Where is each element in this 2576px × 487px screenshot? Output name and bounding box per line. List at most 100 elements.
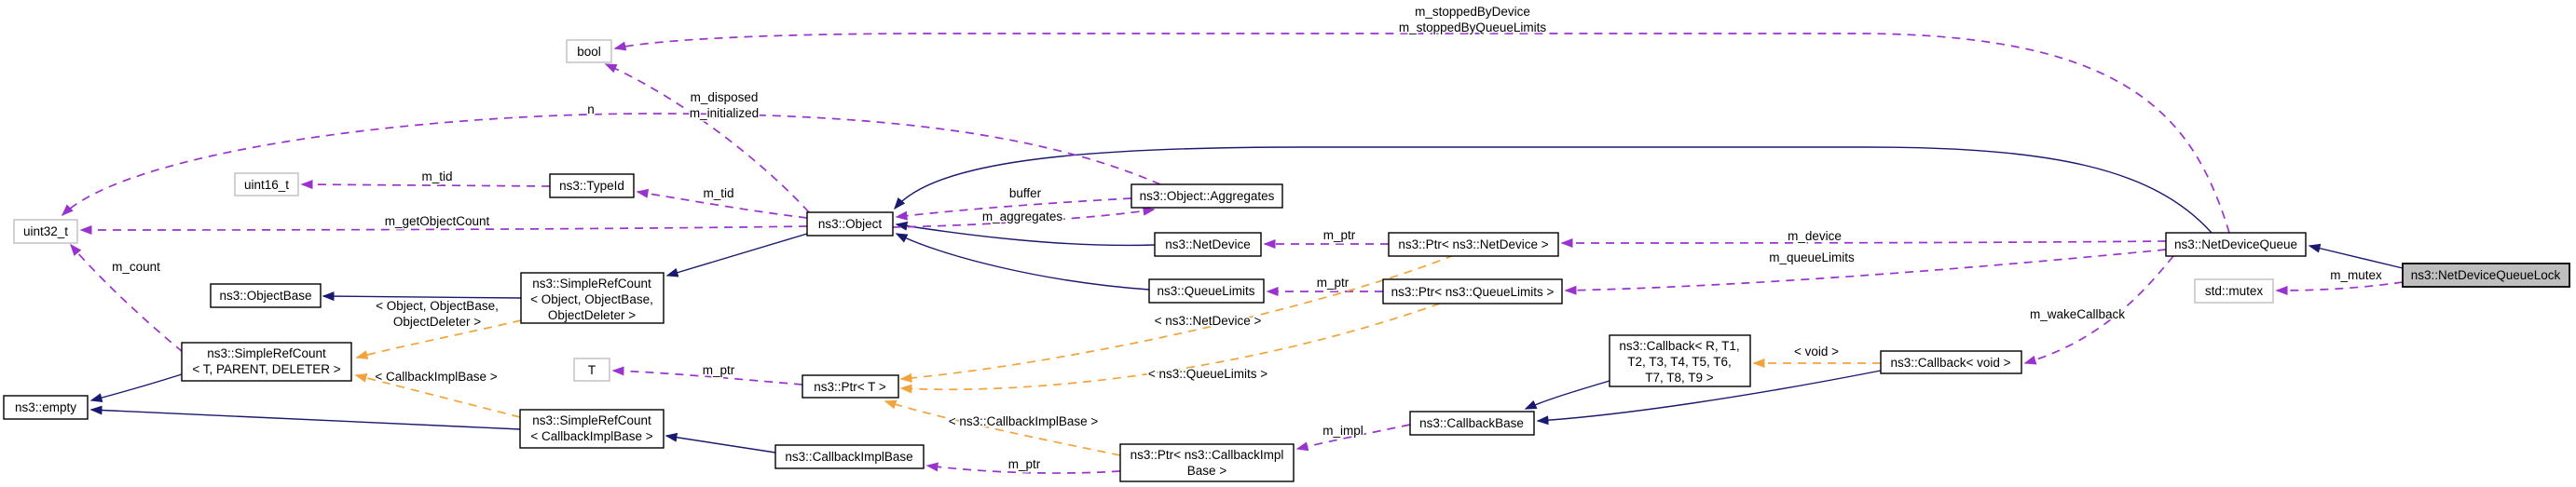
- label-m-ptr-cib: m_ptr: [1008, 457, 1041, 471]
- label-tmpl-ns3cib: < ns3::CallbackImplBase >: [949, 414, 1099, 428]
- svg-text:ns3::Ptr< ns3::NetDevice >: ns3::Ptr< ns3::NetDevice >: [1398, 237, 1548, 251]
- svg-text:ns3::Callback< void >: ns3::Callback< void >: [1890, 356, 2010, 370]
- svg-text:uint16_t: uint16_t: [244, 178, 289, 192]
- svg-text:T: T: [588, 363, 596, 377]
- node-ns3-objectbase[interactable]: ns3::ObjectBase: [210, 283, 322, 308]
- node-ns3-object-aggregates[interactable]: ns3::Object::Aggregates: [1130, 183, 1283, 209]
- node-std-mutex: std::mutex: [2194, 278, 2274, 304]
- node-uint32-t: uint32_t: [13, 219, 78, 244]
- node-ns3-ptr-callbackimplbase[interactable]: ns3::Ptr< ns3::CallbackImpl Base >: [1119, 443, 1295, 482]
- svg-text:ns3::Ptr< T >: ns3::Ptr< T >: [814, 380, 886, 394]
- svg-text:ns3::NetDeviceQueueLock: ns3::NetDeviceQueueLock: [2411, 268, 2561, 282]
- label-m-stoppedbydevice: m_stoppedByDevice: [1415, 5, 1530, 19]
- label-m-ptr-queuelimits: m_ptr: [1317, 276, 1350, 290]
- edge-inherit-netdevicequeue-object: [894, 146, 2213, 234]
- svg-text:ns3::NetDeviceQueue: ns3::NetDeviceQueue: [2174, 237, 2297, 251]
- edge-tpl-simplerefcountcib-simplerefcountT: [354, 373, 521, 418]
- node-ns3-callbackimplbase[interactable]: ns3::CallbackImplBase: [774, 444, 925, 469]
- edge-tpl-simplerefcountobject-simplerefcountT: [355, 319, 522, 359]
- label-m-ptr-t: m_ptr: [703, 363, 735, 377]
- edge-tpl-ptrnetdevice-ptrt: [899, 254, 1455, 383]
- label-tmpl-void: < void >: [1794, 345, 1839, 358]
- edge-use-netdevicequeue-bool: [613, 33, 2230, 234]
- label-tmpl-cib: < CallbackImplBase >: [375, 370, 497, 384]
- edge-use-object-aggregates: [892, 206, 1156, 228]
- label-buffer: buffer: [1009, 186, 1042, 200]
- label-m-tid-1: m_tid: [421, 169, 452, 183]
- edge-use-object-bool: [604, 63, 810, 213]
- edge-use-netdevicequeuelock-stdmutex: [2275, 281, 2404, 295]
- edge-use-typeid-uint16: [300, 180, 551, 190]
- svg-text:ns3::Object::Aggregates: ns3::Object::Aggregates: [1140, 189, 1275, 203]
- node-ns3-ptr-queuelimits[interactable]: ns3::Ptr< ns3::QueueLimits >: [1382, 278, 1563, 304]
- edge-use-aggregates-object-buffer: [895, 197, 1132, 221]
- label-m-count: m_count: [112, 260, 160, 274]
- label-m-aggregates: m_aggregates: [982, 210, 1063, 223]
- edge-tpl-ptrcib-ptrt: [884, 399, 1121, 456]
- node-ns3-simplerefcount-t[interactable]: ns3::SimpleRefCount < T, PARENT, DELETER…: [181, 342, 352, 382]
- node-ns3-netdevicequeuelock-current: ns3::NetDeviceQueueLock: [2402, 263, 2570, 288]
- edge-inherit-simplerefcountcib-empty: [89, 405, 521, 430]
- svg-text:uint32_t: uint32_t: [23, 224, 68, 238]
- node-ns3-ptr-t[interactable]: ns3::Ptr< T >: [802, 374, 899, 399]
- node-ns3-callback-r[interactable]: ns3::Callback< R, T1, T2, T3, T4, T5, T6…: [1609, 334, 1751, 387]
- node-ns3-callback-void[interactable]: ns3::Callback< void >: [1880, 350, 2022, 374]
- label-m-impl: m_impl: [1322, 424, 1363, 438]
- svg-text:< T, PARENT, DELETER >: < T, PARENT, DELETER >: [192, 362, 340, 376]
- svg-text:ns3::CallbackBase: ns3::CallbackBase: [1419, 416, 1524, 430]
- nodes: bool uint16_t ns3::TypeId uint32_t ns3::…: [3, 39, 2570, 482]
- edge-inherit-simplerefcount-objectbase: [322, 291, 522, 302]
- svg-text:ObjectDeleter >: ObjectDeleter >: [548, 308, 636, 322]
- node-ns3-empty[interactable]: ns3::empty: [3, 395, 89, 420]
- label-n: n: [587, 102, 595, 116]
- svg-text:std::mutex: std::mutex: [2205, 284, 2264, 298]
- edge-use-netdevicequeue-callbackvoid: [2023, 255, 2174, 365]
- label-m-device: m_device: [1788, 229, 1842, 243]
- edge-inherit-simplerefcountT-empty: [89, 373, 183, 402]
- svg-text:T2, T3, T4, T5, T6,: T2, T3, T4, T5, T6,: [1627, 355, 1732, 369]
- node-ns3-typeid[interactable]: ns3::TypeId: [549, 173, 635, 198]
- edge-inherit-netdevicequeuelock-netdevicequeue: [2308, 243, 2404, 269]
- node-bool: bool: [566, 39, 612, 63]
- node-ns3-ptr-netdevice[interactable]: ns3::Ptr< ns3::NetDevice >: [1388, 232, 1559, 257]
- edge-use-aggregates-uint32: [61, 113, 1161, 217]
- edge-labels: m_stoppedByDevice m_stoppedByQueueLimits…: [111, 4, 2384, 473]
- svg-text:T7, T8, T9 >: T7, T8, T9 >: [1645, 371, 1714, 385]
- svg-text:ns3::empty: ns3::empty: [15, 400, 76, 414]
- node-t: T: [573, 358, 610, 382]
- label-m-initialized: m_initialized: [690, 106, 759, 120]
- svg-text:Base >: Base >: [1187, 464, 1227, 478]
- node-uint16-t: uint16_t: [234, 172, 299, 196]
- edge-use-object-uint32: [79, 224, 808, 235]
- label-m-queuelimits: m_queueLimits: [1769, 250, 1855, 264]
- label-tmpl-queuelimits: < ns3::QueueLimits >: [1148, 367, 1267, 381]
- svg-text:ns3::Ptr< ns3::CallbackImpl: ns3::Ptr< ns3::CallbackImpl: [1130, 448, 1284, 462]
- node-ns3-object[interactable]: ns3::Object: [806, 211, 894, 237]
- edge-use-ptrcib-callbackimplbase: [925, 462, 1121, 474]
- svg-text:ns3::TypeId: ns3::TypeId: [559, 179, 624, 193]
- svg-text:ns3::ObjectBase: ns3::ObjectBase: [219, 289, 311, 303]
- label-m-tid-2: m_tid: [703, 186, 733, 200]
- svg-text:ns3::SimpleRefCount: ns3::SimpleRefCount: [532, 413, 651, 427]
- edges: [61, 33, 2404, 474]
- svg-text:ns3::CallbackImplBase: ns3::CallbackImplBase: [785, 450, 912, 464]
- label-m-wakecallback: m_wakeCallback: [2030, 307, 2125, 321]
- edge-inherit-callbackimplbase-simplerefcountcib: [665, 432, 776, 453]
- node-ns3-queuelimits[interactable]: ns3::QueueLimits: [1148, 278, 1265, 304]
- edge-tpl-ptrqueuelimits-ptrt: [899, 303, 1441, 394]
- label-m-mutex: m_mutex: [2330, 268, 2382, 282]
- edge-use-netdevicequeue-ptrnetdevice: [1560, 237, 2167, 248]
- node-ns3-simplerefcount-callbackimplbase[interactable]: ns3::SimpleRefCount < CallbackImplBase >: [519, 409, 665, 449]
- node-ns3-netdevicequeue[interactable]: ns3::NetDeviceQueue: [2165, 232, 2307, 257]
- node-ns3-simplerefcount-object[interactable]: ns3::SimpleRefCount < Object, ObjectBase…: [520, 272, 665, 324]
- label-tmpl-netdevice: < ns3::NetDevice >: [1155, 314, 1262, 328]
- edge-use-object-typeid: [636, 188, 808, 219]
- svg-text:< CallbackImplBase >: < CallbackImplBase >: [530, 429, 652, 443]
- edge-inherit-callbackvoid-callbackbase: [1536, 370, 1882, 426]
- edge-inherit-object-simplerefcount: [665, 233, 808, 277]
- svg-text:< Object, ObjectBase,: < Object, ObjectBase,: [530, 292, 653, 306]
- node-ns3-netdevice[interactable]: ns3::NetDevice: [1154, 232, 1262, 257]
- svg-text:ns3::SimpleRefCount: ns3::SimpleRefCount: [532, 277, 651, 291]
- node-ns3-callbackbase[interactable]: ns3::CallbackBase: [1409, 411, 1535, 436]
